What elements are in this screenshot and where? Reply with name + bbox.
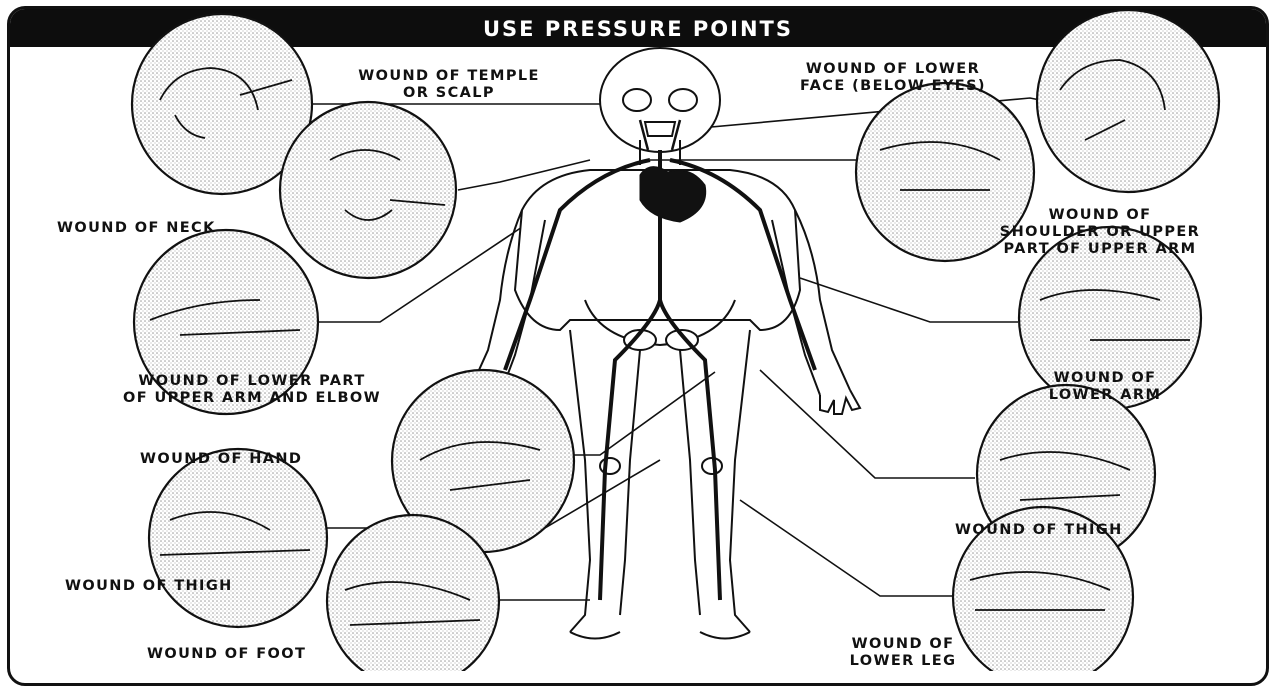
leader-lower-leg [740, 500, 953, 596]
vignette-foot [327, 515, 499, 671]
label-lower-arm-line2: LOWER ARM [1010, 387, 1200, 404]
vignette-neck [280, 102, 456, 278]
label-hand: WOUND OF HAND [140, 451, 302, 468]
leader-thigh-right [760, 370, 975, 478]
label-lower-arm-line1: WOUND OF [1010, 370, 1200, 387]
label-shoulder-line2: SHOULDER OR UPPER [950, 224, 1250, 241]
leader-hand [572, 372, 715, 455]
left-hand [820, 390, 860, 414]
label-lower-leg-line2: LOWER LEG [818, 653, 988, 670]
label-lower-leg: WOUND OF LOWER LEG [818, 636, 988, 670]
vignette-thigh-left [149, 449, 327, 627]
label-shoulder: WOUND OF SHOULDER OR UPPER PART OF UPPER… [950, 207, 1250, 258]
label-shoulder-line1: WOUND OF [950, 207, 1250, 224]
label-temple: WOUND OF TEMPLE OR SCALP [314, 68, 584, 102]
label-lower-face-line2: FACE (BELOW EYES) [758, 78, 1028, 95]
body-figure [460, 48, 860, 639]
label-lower-face: WOUND OF LOWER FACE (BELOW EYES) [758, 61, 1028, 95]
right-foot [570, 632, 620, 639]
label-temple-line1: WOUND OF TEMPLE [314, 68, 584, 85]
label-shoulder-line3: PART OF UPPER ARM [950, 241, 1250, 258]
vignette-lower-face [1037, 10, 1219, 192]
left-foot [700, 632, 750, 639]
label-thigh-left: WOUND OF THIGH [65, 578, 233, 595]
label-upper-arm: WOUND OF LOWER PART OF UPPER ARM AND ELB… [62, 373, 442, 407]
label-upper-arm-line1: WOUND OF LOWER PART [62, 373, 442, 390]
label-upper-arm-line2: OF UPPER ARM AND ELBOW [62, 390, 442, 407]
label-neck: WOUND OF NECK [57, 220, 216, 237]
label-temple-line2: OR SCALP [314, 85, 584, 102]
leader-lower-arm [800, 278, 1018, 322]
label-foot: WOUND OF FOOT [147, 646, 306, 663]
illustration [0, 0, 1276, 671]
label-lower-face-line1: WOUND OF LOWER [758, 61, 1028, 78]
label-thigh-right: WOUND OF THIGH [955, 522, 1123, 539]
label-lower-arm: WOUND OF LOWER ARM [1010, 370, 1200, 404]
label-lower-leg-line1: WOUND OF [818, 636, 988, 653]
